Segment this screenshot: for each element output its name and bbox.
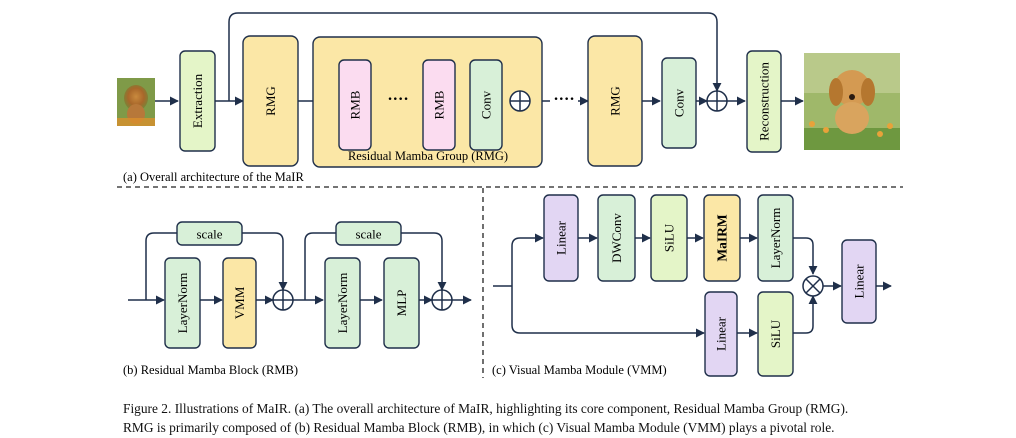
silu-label-2: SiLU (768, 319, 783, 348)
rmg-label-2: RMG (608, 86, 623, 116)
layernorm-label-3: LayerNorm (768, 208, 783, 269)
reconstruction-block: Reconstruction (746, 50, 782, 153)
scale-block-2: scale (335, 221, 402, 246)
mlp-label: MLP (394, 290, 409, 317)
mlp-block: MLP (383, 257, 420, 349)
rmb-label-1: RMB (348, 90, 363, 119)
mairm-label: MaIRM (715, 214, 730, 261)
plus-icon (272, 289, 294, 311)
extraction-block: Extraction (179, 50, 216, 152)
rmb-label-2: RMB (432, 90, 447, 119)
layernorm-block-3: LayerNorm (757, 194, 794, 282)
scale-label-2: scale (356, 227, 382, 242)
vmm-label: VMM (232, 286, 247, 319)
rmg-group-label: Residual Mamba Group (RMG) (348, 149, 508, 163)
architecture-diagram: Extraction RMG RMB ···· RMB Conv Residua… (117, 12, 903, 378)
vmm-block: VMM (222, 257, 257, 349)
figure-caption-line-1: Figure 2. Illustrations of MaIR. (a) The… (123, 401, 849, 416)
panel-b-label: (b) Residual Mamba Block (RMB) (123, 363, 298, 377)
rmb-block-2: RMB (422, 59, 456, 151)
plus-icon (706, 90, 728, 112)
layernorm-block-2: LayerNorm (324, 257, 361, 349)
rmg-label-1: RMG (263, 86, 278, 116)
layernorm-label-1: LayerNorm (175, 273, 190, 334)
rmb-block-1: RMB (338, 59, 372, 151)
input-image (117, 78, 155, 126)
plus-icon (509, 90, 531, 112)
plus-icon (431, 289, 453, 311)
multiply-icon (802, 275, 824, 297)
ellipsis-group: ···· (387, 91, 408, 108)
rmg-block-1: RMG (242, 35, 299, 167)
linear-block-1: Linear (543, 194, 579, 282)
rmg-block-2: RMG (587, 35, 643, 167)
layernorm-label-2: LayerNorm (335, 273, 350, 334)
ellipsis-main: ···· (553, 91, 574, 108)
conv-label-2: Conv (672, 88, 687, 117)
linear-label-3: Linear (852, 264, 867, 299)
conv-block-2: Conv (661, 57, 697, 149)
silu-label-1: SiLU (662, 223, 677, 252)
linear-block-2: Linear (704, 291, 738, 377)
panel-c-label: (c) Visual Mamba Module (VMM) (492, 363, 667, 377)
conv-block-1: Conv (469, 59, 503, 151)
linear-block-3: Linear (841, 239, 877, 324)
panel-a-label: (a) Overall architecture of the MaIR (123, 170, 304, 184)
silu-block-1: SiLU (650, 194, 688, 282)
linear-label-2: Linear (714, 316, 729, 351)
layernorm-block-1: LayerNorm (164, 257, 201, 349)
extraction-label: Extraction (190, 73, 205, 128)
mairm-block: MaIRM (703, 194, 741, 282)
conv-label-1: Conv (479, 90, 494, 119)
silu-block-2: SiLU (757, 291, 794, 377)
figure-caption-line-2: RMG is primarily composed of (b) Residua… (123, 420, 835, 435)
output-image (804, 53, 900, 150)
scale-block-1: scale (176, 221, 243, 246)
scale-label-1: scale (197, 227, 223, 242)
dwconv-label: DWConv (609, 213, 624, 263)
reconstruction-label: Reconstruction (757, 62, 772, 141)
linear-label-1: Linear (554, 220, 569, 255)
dwconv-block: DWConv (597, 194, 636, 282)
